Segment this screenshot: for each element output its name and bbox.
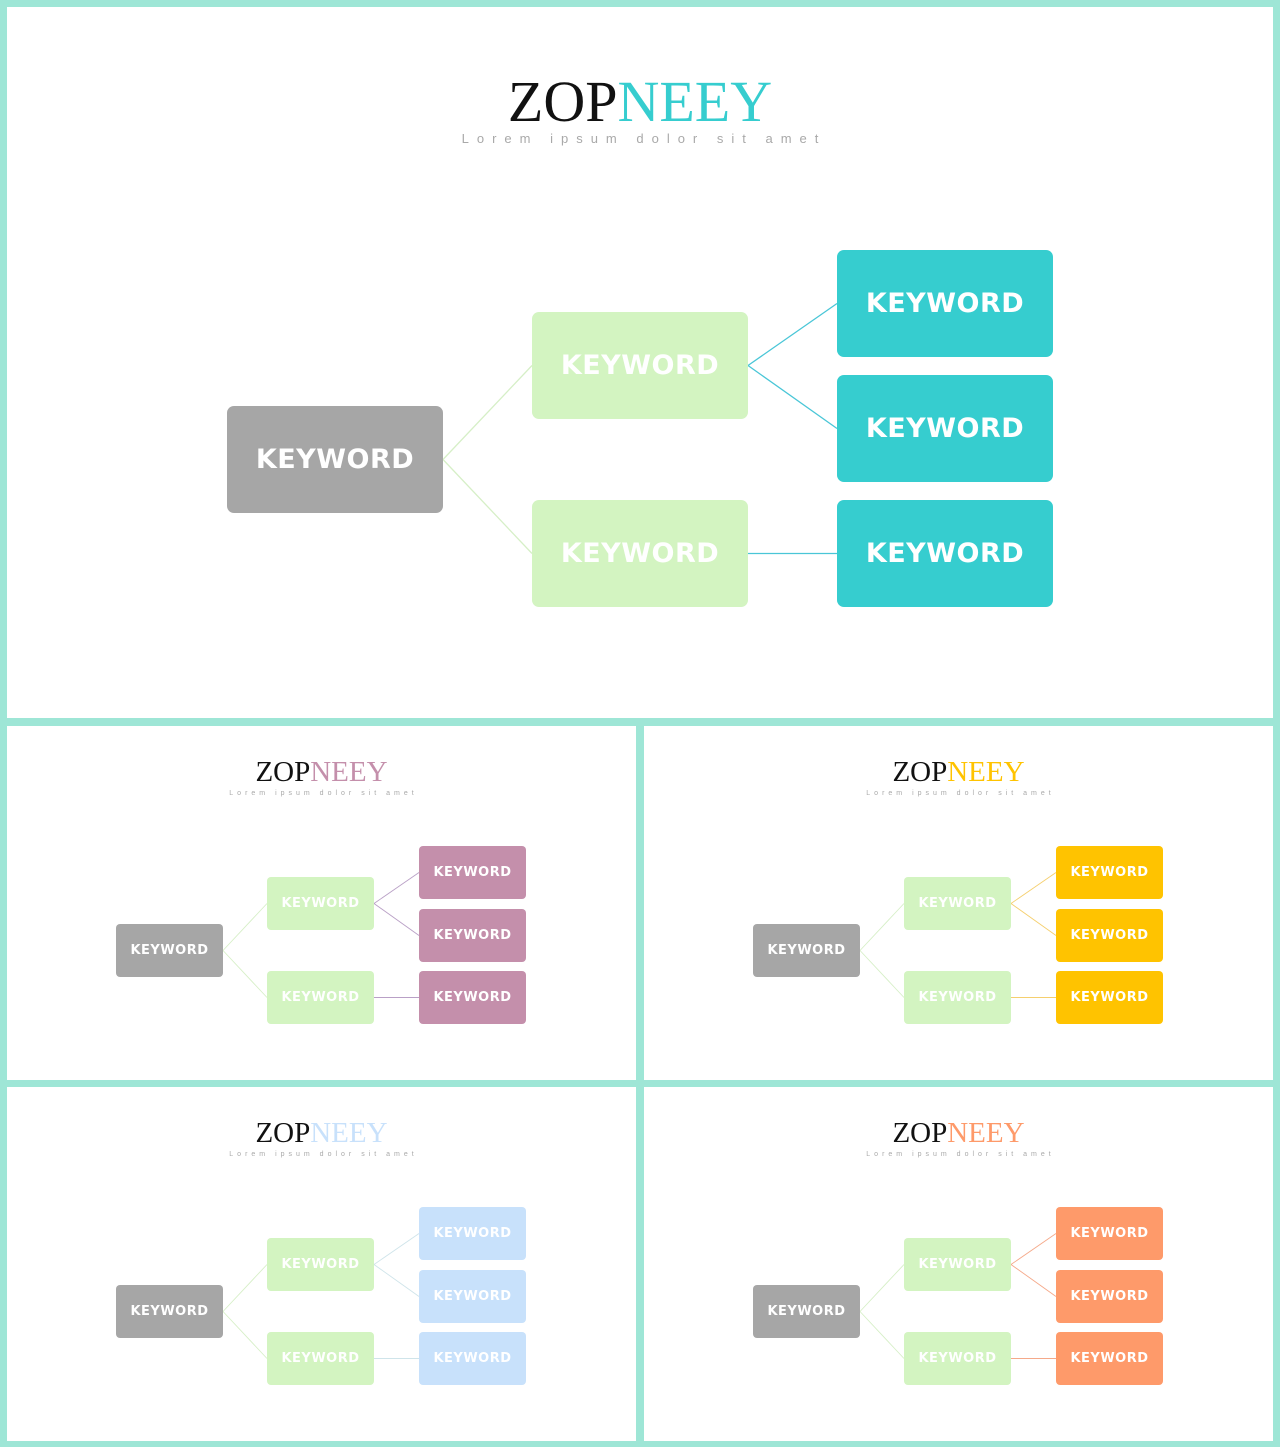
connector-lines [442,302,838,555]
branch-top-node: KEYWORD [532,312,748,419]
leaf-node-1: KEYWORD [837,250,1053,357]
leaf-node-2: KEYWORD [1056,909,1163,962]
connector-lines [222,872,420,998]
brand-title: ZOPNEEY [7,758,636,787]
root-node: KEYWORD [753,1285,860,1338]
leaf-node-3: KEYWORD [837,500,1053,607]
subtitle: Lorem ipsum dolor sit amet [461,131,827,146]
brand-title: ZOPNEEY [7,73,1273,131]
leaf-node-3: KEYWORD [419,1332,526,1385]
leaf-node-1: KEYWORD [1056,1207,1163,1260]
connector-root-branch-top [222,903,268,951]
brand-part1: ZOP [892,756,948,788]
connector-root-branch-bottom [859,950,905,998]
slide-amber: ZOPNEEY Lorem ipsum dolor sit amet KEYWO… [644,726,1273,1080]
connector-root-branch-bottom [859,1311,905,1359]
brand-title: ZOPNEEY [644,1119,1273,1148]
connector-branch-top-leaf-2 [373,1264,420,1297]
connector-branch-top-leaf-2 [373,903,420,936]
leaf-node-2: KEYWORD [419,1270,526,1323]
slide-main: ZOPNEEY Lorem ipsum dolor sit amet KEYWO… [7,7,1273,718]
brand-title: ZOPNEEY [644,758,1273,787]
subtitle: Lorem ipsum dolor sit amet [866,1151,1055,1158]
connector-root-branch-bottom [222,1311,268,1359]
root-node: KEYWORD [753,924,860,977]
connector-root-branch-top [442,365,533,460]
slide-sky: ZOPNEEY Lorem ipsum dolor sit amet KEYWO… [7,1087,636,1441]
brand-part1: ZOP [255,756,311,788]
leaf-node-3: KEYWORD [419,971,526,1024]
leaf-node-1: KEYWORD [419,846,526,899]
connector-branch-top-leaf-1 [1010,1233,1057,1265]
leaf-node-2: KEYWORD [419,909,526,962]
branch-top-node: KEYWORD [904,877,1011,930]
subtitle: Lorem ipsum dolor sit amet [229,790,418,797]
branch-top-node: KEYWORD [267,877,374,930]
brand-part2: NEEY [310,1117,388,1149]
root-node: KEYWORD [116,1285,223,1338]
branch-bottom-node: KEYWORD [904,971,1011,1024]
brand-part2: NEEY [310,756,388,788]
connector-branch-top-leaf-1 [373,1233,420,1265]
connector-branch-top-leaf-1 [747,302,838,367]
brand-part1: ZOP [255,1117,311,1149]
leaf-node-1: KEYWORD [1056,846,1163,899]
leaf-node-2: KEYWORD [837,375,1053,482]
connector-lines [222,1233,420,1359]
connector-root-branch-top [859,903,905,951]
branch-bottom-node: KEYWORD [532,500,748,607]
connector-root-branch-top [859,1264,905,1312]
connector-branch-top-leaf-2 [747,364,838,430]
root-node: KEYWORD [227,406,443,513]
root-node: KEYWORD [116,924,223,977]
connector-branch-top-leaf-2 [1010,1264,1057,1297]
leaf-node-2: KEYWORD [1056,1270,1163,1323]
connector-root-branch-top [222,1264,268,1312]
brand-part2: NEEY [947,756,1025,788]
connector-branch-top-leaf-1 [1010,872,1057,904]
connector-root-branch-bottom [222,950,268,998]
branch-bottom-node: KEYWORD [267,971,374,1024]
subtitle: Lorem ipsum dolor sit amet [866,790,1055,797]
brand-part1: ZOP [507,69,618,134]
brand-title: ZOPNEEY [7,1119,636,1148]
brand-part1: ZOP [892,1117,948,1149]
slide-coral: ZOPNEEY Lorem ipsum dolor sit amet KEYWO… [644,1087,1273,1441]
subtitle: Lorem ipsum dolor sit amet [229,1151,418,1158]
connector-branch-top-leaf-1 [373,872,420,904]
branch-top-node: KEYWORD [267,1238,374,1291]
branch-top-node: KEYWORD [904,1238,1011,1291]
branch-bottom-node: KEYWORD [904,1332,1011,1385]
brand-part2: NEEY [947,1117,1025,1149]
connector-root-branch-bottom [442,459,533,554]
brand-part2: NEEY [617,69,773,134]
branch-bottom-node: KEYWORD [267,1332,374,1385]
connector-lines [859,872,1057,998]
leaf-node-1: KEYWORD [419,1207,526,1260]
leaf-node-3: KEYWORD [1056,971,1163,1024]
leaf-node-3: KEYWORD [1056,1332,1163,1385]
connector-branch-top-leaf-2 [1010,903,1057,936]
connector-lines [859,1233,1057,1359]
slide-mauve: ZOPNEEY Lorem ipsum dolor sit amet KEYWO… [7,726,636,1080]
